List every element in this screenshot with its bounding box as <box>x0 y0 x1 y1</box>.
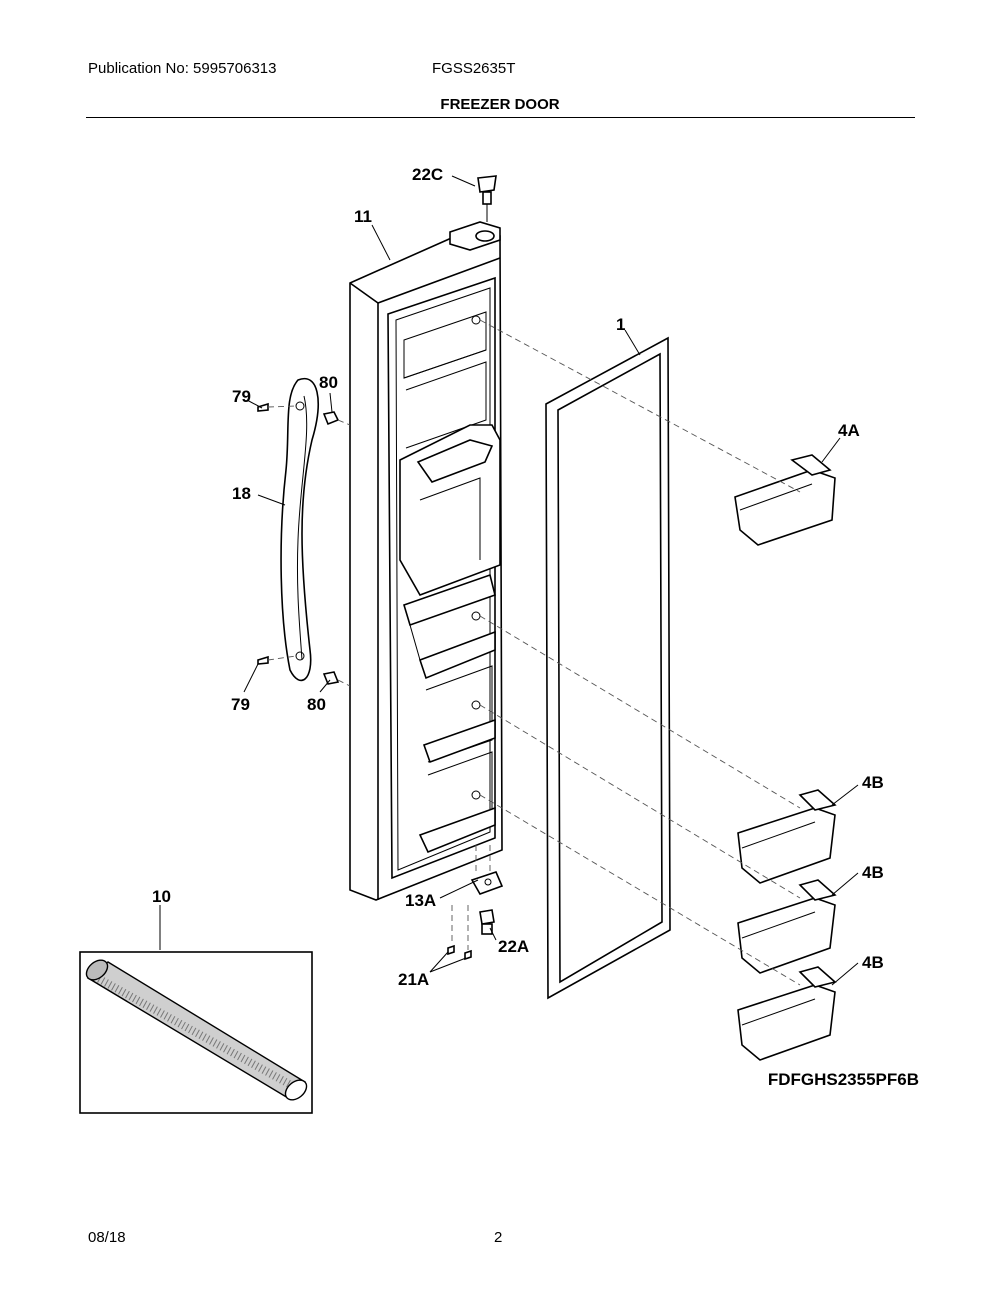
callout-4B-3: 4B <box>862 953 884 972</box>
callout-1: 1 <box>616 315 625 334</box>
publication-number: Publication No: 5995706313 <box>88 60 277 77</box>
callout-4A: 4A <box>838 421 860 440</box>
footer-date: 08/18 <box>88 1229 126 1246</box>
handle-fasteners <box>257 402 351 687</box>
callout-79-bottom: 79 <box>231 695 250 714</box>
callout-80-bottom: 80 <box>307 695 326 714</box>
door-bin-4B-2 <box>737 879 837 974</box>
bottom-hinge-hardware <box>447 871 504 961</box>
callout-10: 10 <box>152 887 171 906</box>
figure-code: FDFGHS2355PF6B <box>768 1070 919 1089</box>
callout-11: 11 <box>354 207 372 226</box>
door-gasket <box>545 336 671 1000</box>
callout-4B-2: 4B <box>862 863 884 882</box>
callout-80-top: 80 <box>319 373 338 392</box>
top-hinge-bushing <box>477 175 497 222</box>
door-bin-4B-3 <box>737 966 837 1061</box>
callout-22C: 22C <box>412 165 443 184</box>
header-rule <box>86 117 915 118</box>
door-bin-4B-1 <box>737 789 837 884</box>
freezer-door-liner <box>349 221 503 901</box>
callout-79-top: 79 <box>232 387 251 406</box>
tube-inset <box>79 951 313 1114</box>
footer-page-number: 2 <box>494 1229 503 1246</box>
model-number: FGSS2635T <box>432 60 516 77</box>
door-bin-4A <box>734 454 836 546</box>
callout-22A: 22A <box>498 937 529 956</box>
door-handle <box>280 377 319 682</box>
callout-13A: 13A <box>405 891 436 910</box>
alignment-lines <box>451 319 801 986</box>
leader-lines <box>159 175 859 986</box>
callout-4B-1: 4B <box>862 773 884 792</box>
callout-21A: 21A <box>398 970 429 989</box>
callout-18: 18 <box>232 484 251 503</box>
section-title: FREEZER DOOR <box>440 96 560 113</box>
